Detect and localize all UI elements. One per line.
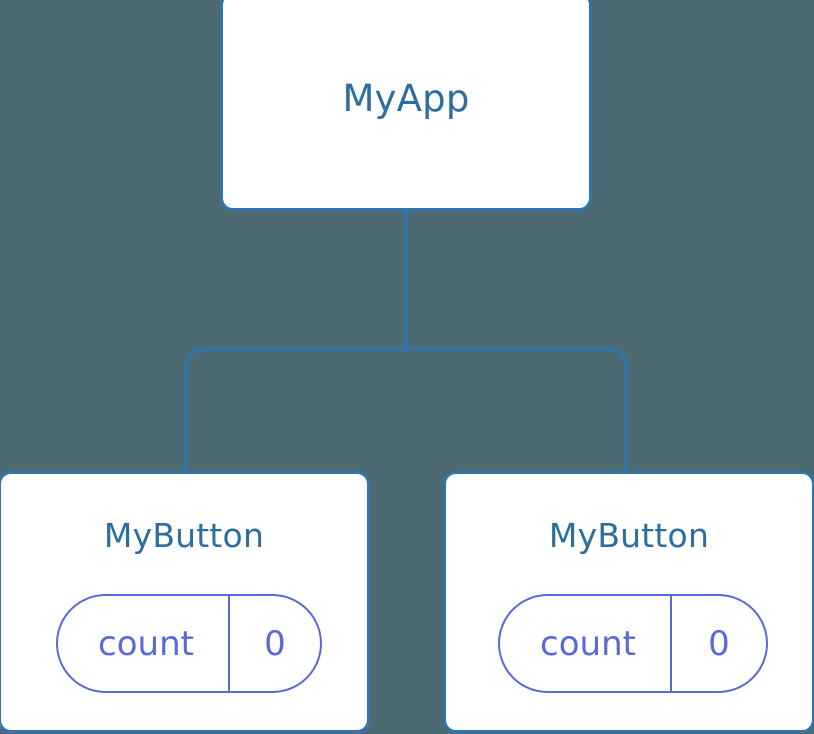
state-value-label: 0	[228, 596, 320, 691]
component-name-label: MyApp	[342, 77, 470, 120]
component-node-myapp[interactable]: MyApp	[220, 0, 592, 211]
connector-branch-right	[406, 347, 628, 474]
component-name-label: MyButton	[548, 516, 710, 555]
state-value-label: 0	[670, 596, 766, 691]
component-node-mybutton-0[interactable]: MyButton count 0	[0, 471, 370, 733]
component-node-mybutton-1[interactable]: MyButton count 0	[443, 471, 814, 733]
state-pill[interactable]: count 0	[56, 594, 322, 693]
state-key-label: count	[98, 623, 194, 664]
state-pill[interactable]: count 0	[498, 594, 768, 693]
component-name-label: MyButton	[103, 516, 265, 555]
connector-branch-left	[184, 347, 406, 474]
state-key-label: count	[540, 623, 636, 664]
